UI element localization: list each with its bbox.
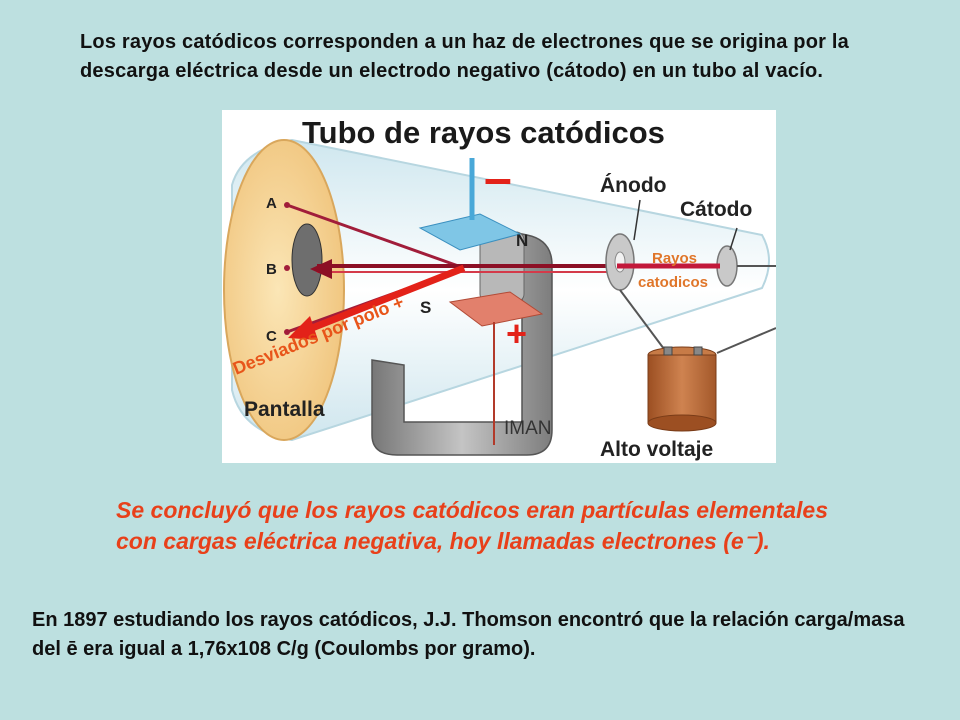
label-catodo: Cátodo: [680, 198, 752, 221]
cathode-wire: [716, 327, 776, 354]
shadow-spot: [291, 223, 323, 297]
label-iman: IMAN: [504, 418, 552, 439]
label-s: S: [420, 298, 431, 317]
label-alto-voltaje: Alto voltaje: [600, 438, 713, 461]
negative-plate: [418, 213, 522, 251]
ray-to-a: [286, 203, 465, 270]
label-pantalla: Pantalla: [244, 398, 325, 421]
label-rayos: Rayos: [652, 250, 697, 267]
label-b: B: [266, 261, 277, 278]
label-a: A: [266, 195, 277, 212]
label-catodicos: catodicos: [638, 274, 708, 291]
point-b: [284, 265, 290, 271]
battery: [647, 346, 717, 432]
cathode-ray-tube-diagram: A B C Tubo de rayos catódicos – + Ánodo: [222, 110, 776, 463]
label-n: N: [516, 231, 528, 250]
conclusion-paragraph: Se concluyó que los rayos catódicos eran…: [116, 497, 829, 554]
label-c: C: [266, 328, 277, 345]
anode-wire: [619, 289, 668, 354]
minus-sign: –: [484, 150, 512, 206]
diagram-title: Tubo de rayos catódicos: [302, 115, 665, 150]
deflected-arrow-head: [288, 316, 318, 340]
plus-sign: +: [506, 313, 527, 354]
thomson-paragraph: En 1897 estudiando los rayos catódicos, …: [32, 609, 905, 660]
deflected-arrow-shaft: [300, 264, 466, 336]
positive-plate: [448, 291, 544, 327]
beam-arrowhead: [310, 259, 332, 279]
label-anodo: Ánodo: [600, 174, 666, 197]
intro-paragraph: Los rayos catódicos corresponden a un ha…: [80, 31, 849, 82]
screen-disc: [223, 139, 345, 441]
